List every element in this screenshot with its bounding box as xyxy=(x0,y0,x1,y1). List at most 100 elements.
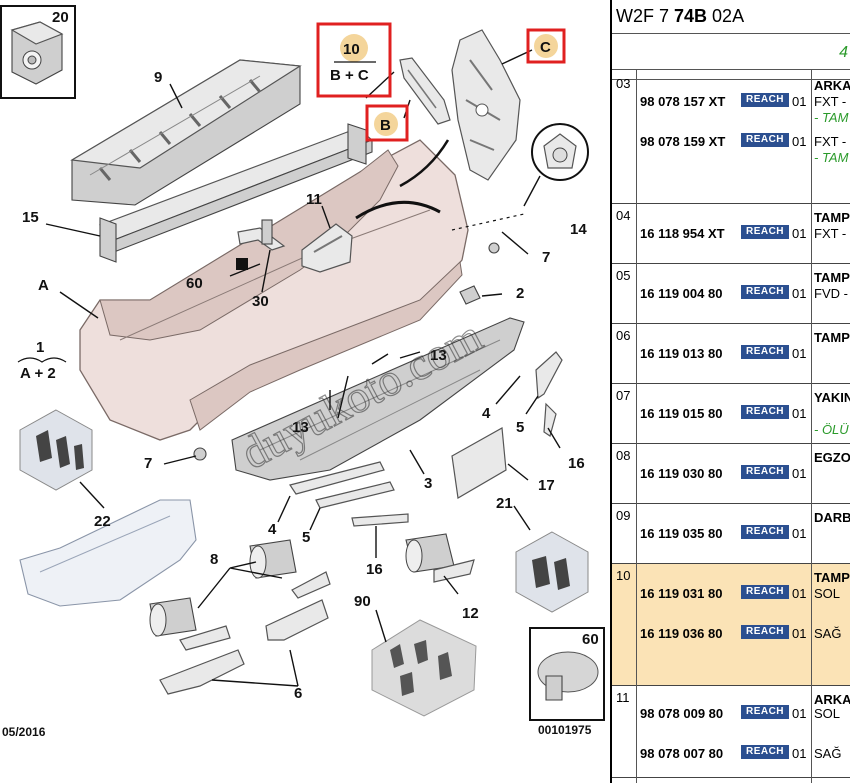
part-number[interactable]: 16 119 036 80 xyxy=(640,626,723,641)
callout-9[interactable]: 9 xyxy=(154,69,162,86)
callout-11[interactable]: 11 xyxy=(306,191,322,208)
part-number[interactable]: 98 078 009 80 xyxy=(640,706,724,721)
callout-1[interactable]: 1 xyxy=(36,339,44,356)
quantity: 01 xyxy=(792,94,807,109)
callout-c[interactable]: C xyxy=(540,39,551,56)
part-number[interactable]: 16 119 030 80 xyxy=(640,466,723,481)
part-number[interactable]: 16 119 035 80 xyxy=(640,526,723,541)
part-6-bracket-mid[interactable] xyxy=(179,625,231,651)
part-3-diffuser[interactable] xyxy=(231,317,525,481)
part-a-bumper[interactable] xyxy=(79,139,469,441)
reach-badge: REACH xyxy=(741,133,789,147)
callout-16-bottom[interactable]: 16 xyxy=(366,561,383,578)
callout-7-top[interactable]: 7 xyxy=(542,249,550,266)
part-5-trim[interactable] xyxy=(315,481,395,509)
part-7-screw-bottom[interactable] xyxy=(193,447,207,461)
callout-12[interactable]: 12 xyxy=(462,605,479,622)
callout-a[interactable]: A xyxy=(38,277,49,294)
callout-10-box[interactable] xyxy=(316,22,392,98)
part-6-bracket-left[interactable] xyxy=(159,649,245,695)
part-15-beam[interactable] xyxy=(98,123,374,263)
callout-60-top[interactable]: 60 xyxy=(186,275,203,292)
callout-22[interactable]: 22 xyxy=(94,513,111,530)
callout-b-box[interactable] xyxy=(365,104,409,142)
reach-badge: REACH xyxy=(741,345,789,359)
callout-7-bottom[interactable]: 7 xyxy=(144,455,152,472)
part-90-kit[interactable] xyxy=(371,619,477,717)
part-2-clip[interactable] xyxy=(459,285,481,305)
callout-5-right[interactable]: 5 xyxy=(516,419,524,436)
part-4-trim[interactable] xyxy=(289,461,385,495)
part-12-exhaust[interactable] xyxy=(405,533,475,583)
callout-16-right[interactable]: 16 xyxy=(568,455,585,472)
part-c-bracket[interactable] xyxy=(451,29,521,181)
part-4-trim-right[interactable] xyxy=(535,351,563,400)
part-30-clip[interactable] xyxy=(237,219,286,251)
part-7-screw-top[interactable] xyxy=(488,242,500,254)
callout-b-badge xyxy=(374,112,398,136)
part-17-plate[interactable] xyxy=(451,427,507,499)
callout-13-right[interactable]: 13 xyxy=(430,347,447,364)
callout-3[interactable]: 3 xyxy=(424,475,432,492)
callout-8[interactable]: 8 xyxy=(210,551,218,568)
part-b-bracket[interactable] xyxy=(399,57,451,125)
part-variant: FVD - xyxy=(814,286,848,301)
part-22-kit[interactable] xyxy=(19,409,93,491)
part-6-bracket-right[interactable] xyxy=(265,599,329,641)
row-number: 03 xyxy=(616,76,631,91)
callout-60-bottom[interactable]: 60 xyxy=(582,631,599,648)
part-21-kit[interactable] xyxy=(515,531,589,613)
row-title: EGZO xyxy=(814,450,850,465)
callout-4-bottom[interactable]: 4 xyxy=(268,521,277,538)
part-11-bracket[interactable] xyxy=(301,223,353,273)
part-number[interactable]: 16 119 015 80 xyxy=(640,406,723,421)
part-60-disc[interactable] xyxy=(537,651,599,701)
callout-1-brace xyxy=(17,357,67,363)
part-number[interactable]: 16 119 013 80 xyxy=(640,346,723,361)
callout-10[interactable]: 10 xyxy=(343,41,360,58)
part-6-bracket-top[interactable] xyxy=(291,571,331,599)
part-8-exhaust-right[interactable] xyxy=(249,539,297,579)
part-number[interactable]: 98 078 159 XT xyxy=(640,134,726,149)
callout-30[interactable]: 30 xyxy=(252,293,269,310)
callout-21[interactable]: 21 xyxy=(496,495,513,512)
callout-b[interactable]: B xyxy=(380,117,391,134)
callout-17[interactable]: 17 xyxy=(538,477,555,494)
callout-90[interactable]: 90 xyxy=(354,593,371,610)
callout-15[interactable]: 15 xyxy=(22,209,39,226)
part-9-absorber[interactable] xyxy=(70,59,302,206)
row-title: TAMP xyxy=(814,210,850,225)
part-number[interactable]: 16 119 004 80 xyxy=(640,286,723,301)
part-number[interactable]: 16 119 031 80 xyxy=(640,586,723,601)
callout-13-left[interactable]: 13 xyxy=(292,419,309,436)
callout-20[interactable]: 20 xyxy=(52,9,69,26)
callout-c-box[interactable] xyxy=(526,28,566,64)
part-16-trim-right[interactable] xyxy=(543,402,557,437)
callout-14[interactable]: 14 xyxy=(570,221,587,238)
part-20-bracket[interactable] xyxy=(10,21,64,85)
diagram-figure-code: 00101975 xyxy=(538,723,592,737)
part-14-clip[interactable] xyxy=(531,123,589,181)
part-8-exhaust-left[interactable] xyxy=(149,597,197,637)
callout-6[interactable]: 6 xyxy=(294,685,302,702)
part-note: - TAM xyxy=(814,110,849,125)
part-number[interactable]: 16 118 954 XT xyxy=(640,226,725,241)
part-number[interactable]: 98 078 007 80 xyxy=(640,746,724,761)
part-16-trim[interactable] xyxy=(351,513,409,527)
callout-5-bottom[interactable]: 5 xyxy=(302,529,310,546)
part-number[interactable]: 98 078 157 XT xyxy=(640,94,726,109)
quantity: 01 xyxy=(792,746,807,761)
row-title: TAMP xyxy=(814,270,850,285)
callout-2[interactable]: 2 xyxy=(516,285,524,302)
part-60-square[interactable] xyxy=(236,258,248,270)
callout-4-right[interactable]: 4 xyxy=(482,405,491,422)
